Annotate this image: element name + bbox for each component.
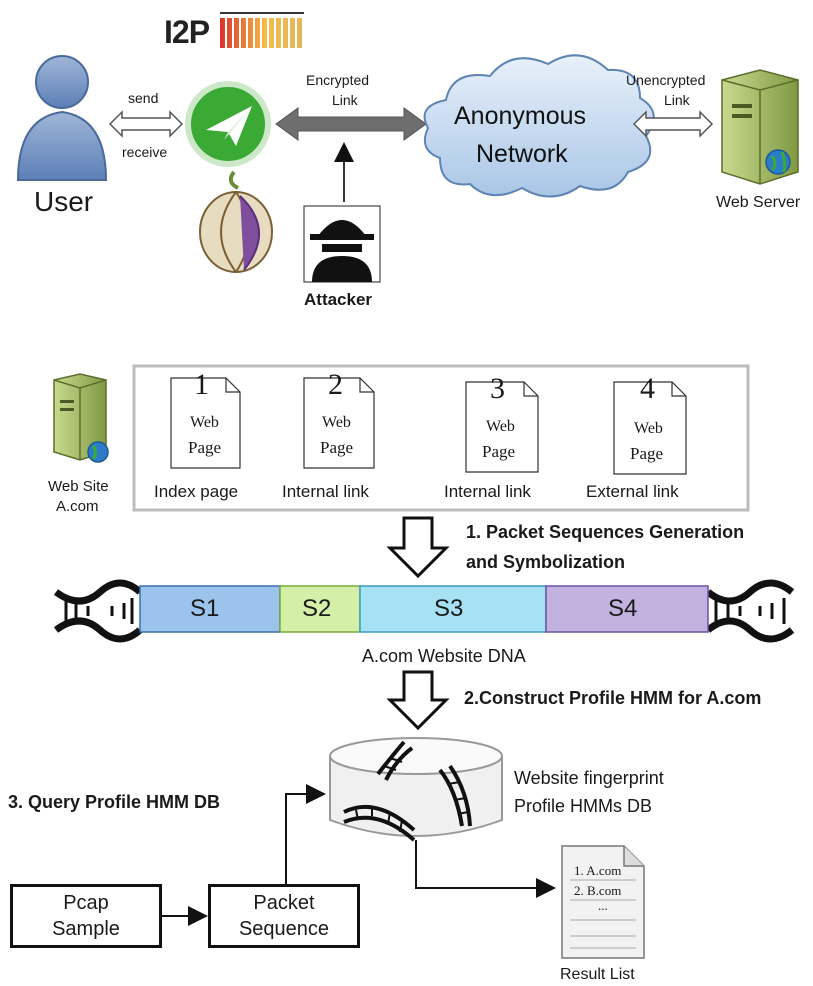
page-text-4b: Page <box>630 444 664 463</box>
page-text-3b: Page <box>482 442 516 461</box>
dna-helix-right <box>705 579 795 643</box>
encrypted-label-1: Encrypted <box>306 72 370 88</box>
user-icon <box>16 55 108 181</box>
dna-caption: A.com Website DNA <box>362 646 526 666</box>
packet-label-1: Packet <box>253 892 315 914</box>
anonymous-network-label-2: Network <box>476 140 568 168</box>
unencrypted-label-1: Unencrypted <box>626 72 706 88</box>
step2-label: 2.Construct Profile HMM for A.com <box>464 688 762 708</box>
page-caption-4: External link <box>586 482 679 501</box>
web-page-icon-2 <box>303 377 375 469</box>
packet-label-2: Sequence <box>238 918 330 940</box>
web-page-icon-3 <box>465 381 539 473</box>
dna-segment-label-s3: S3 <box>434 595 464 622</box>
dna-helix-left <box>53 579 143 643</box>
tor-onion-icon <box>199 170 273 273</box>
web-page-icon-1 <box>170 377 241 469</box>
dna-strand-icon-1 <box>376 740 414 781</box>
page-number-2: 2 <box>328 368 343 401</box>
step1-down-arrow <box>386 516 450 579</box>
dna-segment-s4 <box>545 585 709 633</box>
step3-label: 3. Query Profile HMM DB <box>8 792 221 812</box>
encrypted-label-2: Link <box>332 92 358 108</box>
dna-segment-label-s4: S4 <box>608 595 638 622</box>
pcap-sample-box: Pcap Sample <box>10 884 162 948</box>
web-page-icon-4 <box>613 381 687 475</box>
receive-label: receive <box>122 144 168 160</box>
pcap-label-1: Pcap <box>63 892 109 914</box>
website-label-2: A.com <box>56 498 99 515</box>
i2p-logo: I2P <box>162 12 306 52</box>
website-server-icon <box>53 373 109 463</box>
result-item-3: ... <box>598 898 608 913</box>
db-to-result-arrow <box>415 840 556 898</box>
dna-segment-label-s1: S1 <box>190 595 220 622</box>
dna-segment-s3 <box>359 585 547 633</box>
web-server-icon <box>721 69 799 185</box>
profile-hmm-database <box>329 737 503 837</box>
attacker-label: Attacker <box>304 290 373 309</box>
step1-label-1: 1. Packet Sequences Generation <box>466 522 745 542</box>
result-list-document <box>561 845 645 959</box>
send-label: send <box>128 90 159 106</box>
page-text-1b: Page <box>188 438 222 457</box>
page-number-1: 1 <box>194 368 209 401</box>
unencrypted-link-arrow <box>632 110 714 138</box>
user-label: User <box>34 186 94 217</box>
web-server-label: Web Server <box>716 194 801 211</box>
attacker-icon <box>303 205 381 283</box>
page-text-1a: Web <box>190 414 219 431</box>
pcap-label-2: Sample <box>52 918 120 940</box>
page-text-3a: Web <box>486 418 515 435</box>
anonymous-network-label-1: Anonymous <box>454 102 587 130</box>
anonymous-network-cloud <box>423 54 655 198</box>
page-caption-3: Internal link <box>444 482 531 501</box>
send-receive-arrow <box>108 110 184 138</box>
result-item-1: 1. A.com <box>574 863 622 878</box>
unencrypted-label-2: Link <box>664 92 690 108</box>
dna-segment-label-s2: S2 <box>302 595 332 622</box>
result-list-label: Result List <box>560 966 635 983</box>
dna-segment-s2 <box>279 585 361 633</box>
packet-sequence-box: Packet Sequence <box>208 884 360 948</box>
page-text-2b: Page <box>320 438 354 457</box>
db-label-1: Website fingerprint <box>514 768 664 788</box>
step1-label-2: and Symbolization <box>466 552 626 572</box>
i2p-logo-text: I2P <box>164 14 210 50</box>
dna-strand-icon-2 <box>438 764 472 827</box>
result-item-2: 2. B.com <box>574 883 622 898</box>
page-caption-2: Internal link <box>282 482 369 501</box>
page-number-4: 4 <box>640 372 655 405</box>
db-label-2: Profile HMMs DB <box>514 796 653 816</box>
website-label-1: Web Site <box>48 478 109 495</box>
i2p-app-icon <box>185 81 271 167</box>
page-number-3: 3 <box>490 372 505 405</box>
encrypted-link-arrow <box>275 107 427 141</box>
dna-strand-icon-3 <box>343 804 416 842</box>
page-text-4a: Web <box>634 420 663 437</box>
query-arrow <box>285 784 326 888</box>
page-text-2a: Web <box>322 414 351 431</box>
step2-down-arrow <box>386 670 450 731</box>
page-caption-1: Index page <box>154 482 239 501</box>
